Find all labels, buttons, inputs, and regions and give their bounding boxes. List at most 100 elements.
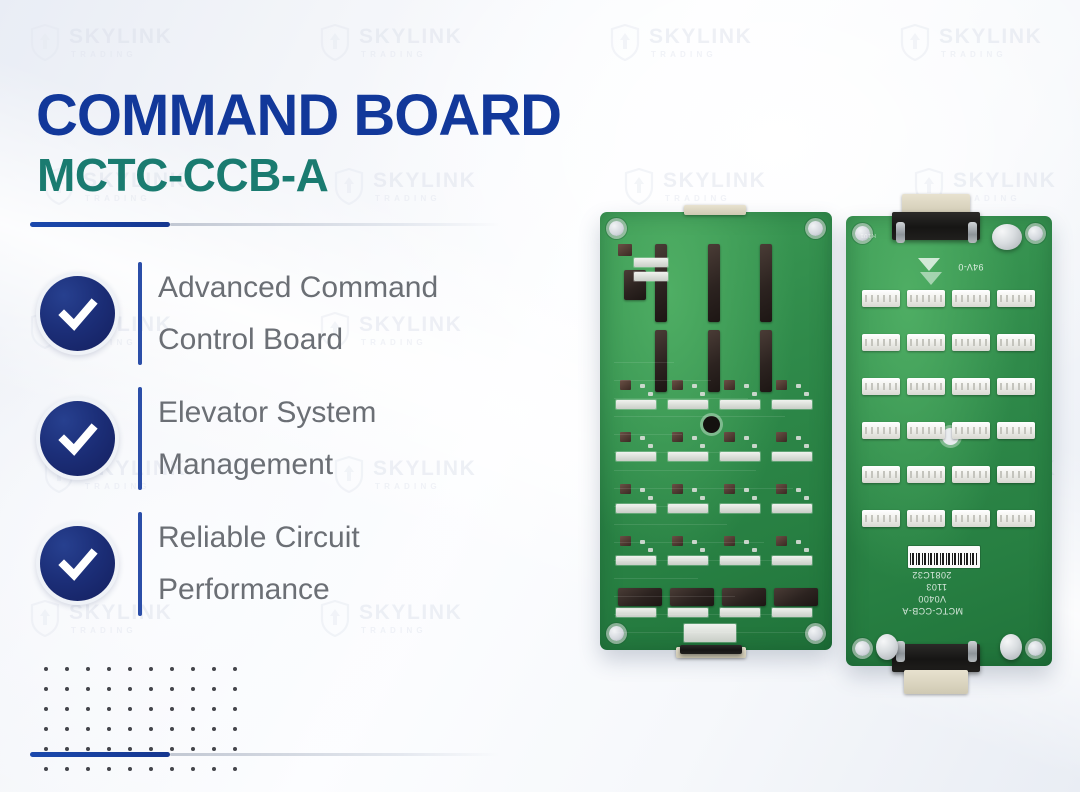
component bbox=[672, 432, 683, 442]
pcb-trace bbox=[614, 578, 698, 579]
component bbox=[648, 444, 653, 448]
dot-grid-decoration bbox=[34, 656, 246, 778]
grid-dot bbox=[127, 667, 132, 671]
component bbox=[776, 484, 787, 494]
grid-dot bbox=[106, 687, 111, 691]
bottom-divider bbox=[30, 752, 500, 757]
component bbox=[724, 536, 735, 546]
grid-dot bbox=[85, 667, 90, 671]
barcode-bars bbox=[910, 553, 978, 565]
silkscreen-flame-rating: 94V-0 bbox=[958, 262, 984, 272]
electrolytic-capacitor bbox=[992, 224, 1022, 250]
solder-pad bbox=[616, 452, 656, 461]
edge-connector-top bbox=[684, 205, 746, 215]
component bbox=[640, 540, 645, 544]
component bbox=[700, 496, 705, 500]
dot-grid-cell bbox=[99, 698, 118, 716]
ic-chip bbox=[670, 588, 714, 606]
solder-pad bbox=[720, 400, 760, 409]
pcb-trace bbox=[614, 452, 719, 453]
component bbox=[776, 536, 787, 546]
pcb-trace bbox=[614, 614, 772, 615]
grid-dot bbox=[85, 767, 90, 771]
pcb-trace bbox=[614, 398, 748, 399]
component bbox=[620, 484, 631, 494]
solder-pad bbox=[634, 272, 668, 281]
dot-grid-cell bbox=[36, 678, 55, 696]
grid-dot bbox=[43, 727, 48, 731]
grid-dot bbox=[127, 687, 132, 691]
component bbox=[640, 436, 645, 440]
dot-grid-cell bbox=[99, 738, 118, 756]
white-connector bbox=[997, 466, 1035, 483]
feature-label: Advanced Command Control Board bbox=[158, 271, 439, 356]
white-connector bbox=[952, 290, 990, 307]
ic-chip bbox=[760, 244, 772, 322]
divider-blue-segment bbox=[30, 752, 170, 757]
solder-pad bbox=[772, 400, 812, 409]
dot-grid-cell bbox=[204, 738, 223, 756]
dot-grid-cell bbox=[183, 758, 202, 776]
dot-grid-cell bbox=[162, 718, 181, 736]
dot-grid-cell bbox=[204, 678, 223, 696]
grid-dot bbox=[232, 687, 237, 691]
white-connector bbox=[952, 422, 990, 439]
dot-grid-cell bbox=[36, 718, 55, 736]
component bbox=[692, 488, 697, 492]
component bbox=[752, 496, 757, 500]
grid-dot bbox=[85, 707, 90, 711]
dot-grid-row bbox=[36, 658, 244, 676]
product-barcode-label bbox=[908, 546, 980, 568]
polarity-arrow-icon bbox=[920, 272, 942, 285]
grid-dot bbox=[211, 667, 216, 671]
component bbox=[776, 380, 787, 390]
component bbox=[796, 384, 801, 388]
component bbox=[804, 496, 809, 500]
electrolytic-capacitor bbox=[876, 634, 898, 660]
check-badge bbox=[36, 397, 119, 481]
component bbox=[752, 548, 757, 552]
grid-dot bbox=[169, 687, 174, 691]
component bbox=[724, 380, 735, 390]
component bbox=[620, 380, 631, 390]
dot-grid-cell bbox=[141, 678, 160, 696]
mount-hole bbox=[855, 226, 870, 241]
silkscreen-serial: 2081C32 bbox=[912, 570, 952, 580]
silkscreen-version: V0400 bbox=[918, 594, 947, 604]
grid-dot bbox=[127, 747, 132, 751]
dot-grid-cell bbox=[183, 658, 202, 676]
grid-dot bbox=[169, 767, 174, 771]
dot-grid-cell bbox=[162, 698, 181, 716]
component bbox=[648, 548, 653, 552]
component bbox=[796, 540, 801, 544]
white-connector bbox=[997, 378, 1035, 395]
solder-pad bbox=[616, 400, 656, 409]
mount-hole bbox=[1028, 641, 1043, 656]
grid-dot bbox=[211, 767, 216, 771]
component bbox=[796, 436, 801, 440]
component bbox=[744, 488, 749, 492]
white-connector bbox=[862, 290, 900, 307]
mount-hole bbox=[808, 626, 823, 641]
component bbox=[724, 432, 735, 442]
dot-grid-cell bbox=[225, 698, 244, 716]
dot-grid-cell bbox=[225, 718, 244, 736]
component bbox=[692, 384, 697, 388]
white-connector bbox=[907, 290, 945, 307]
solder-pad bbox=[720, 504, 760, 513]
component bbox=[672, 380, 683, 390]
white-connector bbox=[862, 378, 900, 395]
white-connector bbox=[862, 510, 900, 527]
grid-dot bbox=[64, 707, 69, 711]
dot-grid-cell bbox=[78, 738, 97, 756]
check-icon bbox=[40, 401, 115, 477]
pcb-component-side bbox=[600, 205, 832, 658]
dot-grid-cell bbox=[204, 718, 223, 736]
dot-grid-cell bbox=[162, 678, 181, 696]
grid-dot bbox=[232, 667, 237, 671]
feature-label: Elevator System Management bbox=[158, 396, 377, 481]
component bbox=[744, 436, 749, 440]
solder-pad bbox=[668, 400, 708, 409]
pcb-trace bbox=[614, 542, 764, 543]
pcb-trace bbox=[614, 470, 756, 471]
